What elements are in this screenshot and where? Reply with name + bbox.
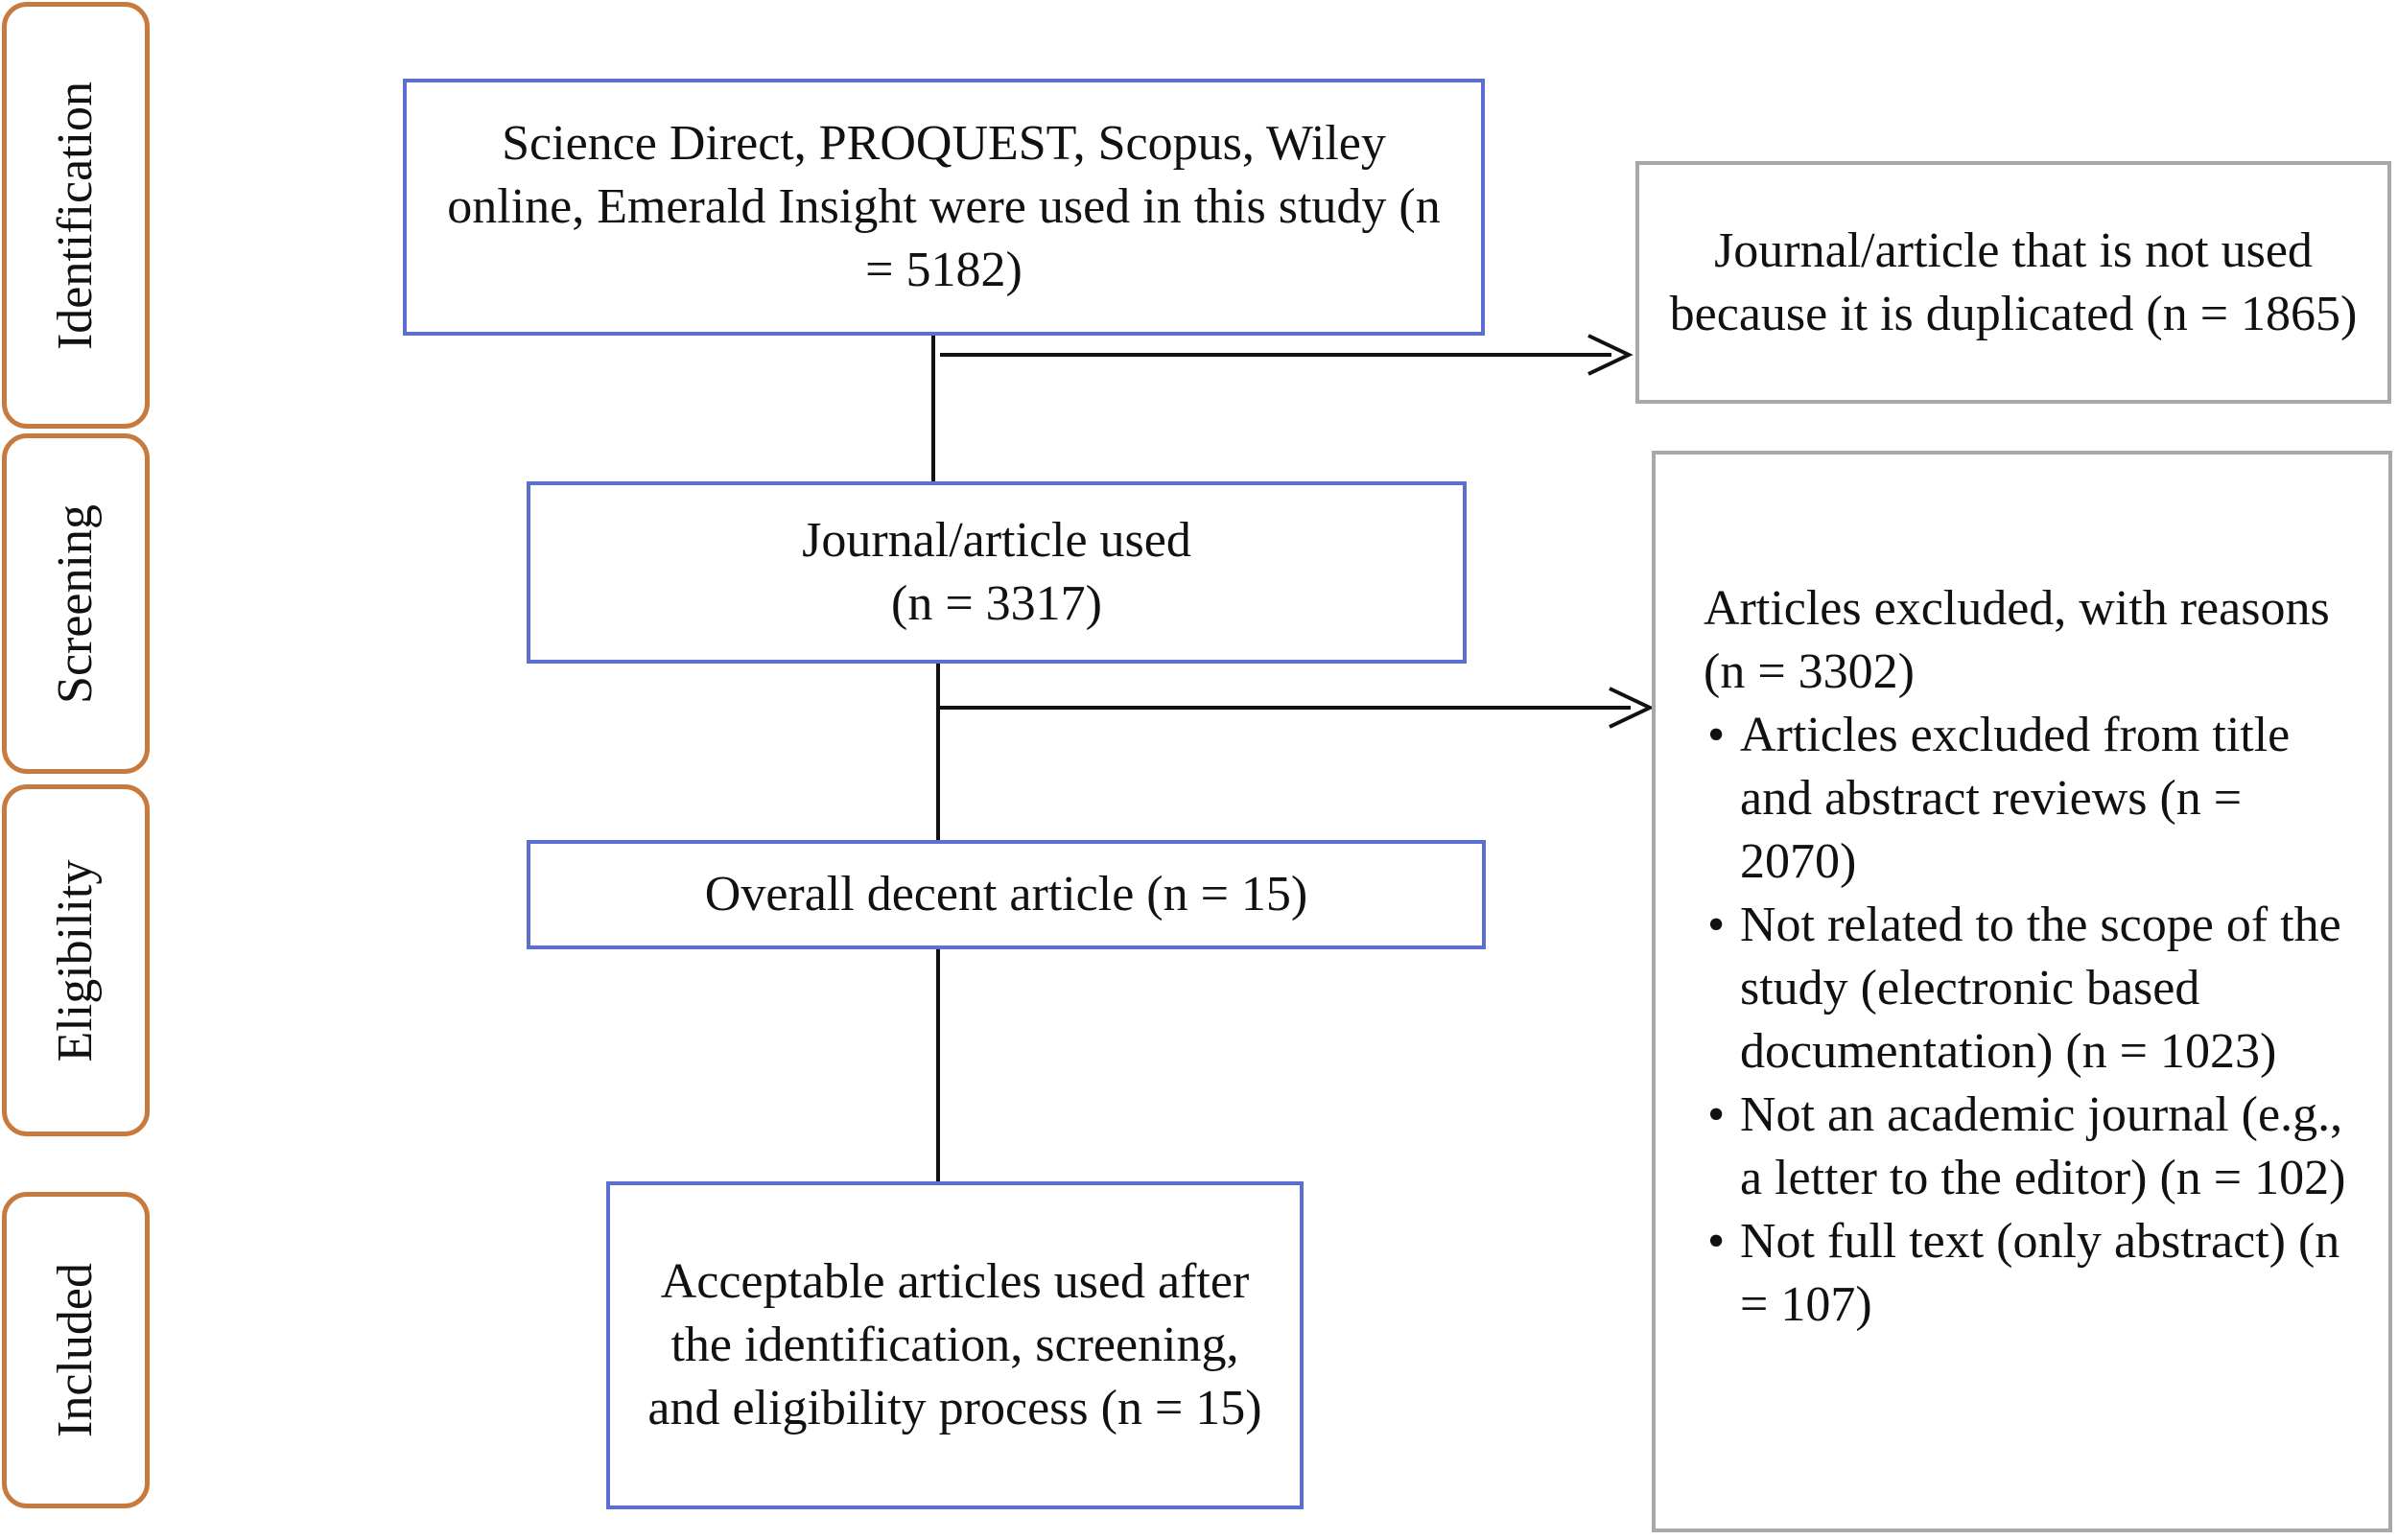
arrowhead-duplicates (1587, 334, 1634, 376)
stage-label-identification: Identification (48, 81, 103, 350)
excluded-reason-item: • Not full text (only abstract) (n = 107) (1704, 1210, 2354, 1337)
stage-tab-included: Included (2, 1192, 150, 1508)
acceptable-text: Acceptable articles used after the ident… (647, 1254, 1262, 1435)
journal-used-count: (n = 3317) (891, 576, 1102, 631)
acceptable-box: Acceptable articles used after the ident… (606, 1181, 1304, 1509)
excluded-reason-item: • Articles excluded from title and abstra… (1704, 704, 2354, 894)
excluded-reason-text: Not related to the scope of the study (e… (1740, 898, 2341, 1079)
excluded-reason-item: • Not related to the scope of the study (… (1704, 894, 2354, 1084)
bullet-icon: • (1707, 708, 1726, 762)
overall-decent-box: Overall decent article (n = 15) (527, 840, 1486, 949)
bullet-icon: • (1707, 1214, 1726, 1269)
journal-used-box: Journal/article used (n = 3317) (527, 481, 1467, 664)
stage-label-eligibility: Eligibility (48, 859, 103, 1062)
excluded-reason-text: Not an academic journal (e.g., a letter … (1740, 1087, 2346, 1205)
duplicates-text: Journal/article that is not used because… (1669, 222, 2358, 341)
excluded-reason-text: Articles excluded from title and abstrac… (1740, 708, 2291, 889)
excluded-reasons-list: • Articles excluded from title and abstra… (1704, 704, 2354, 1337)
excluded-heading: Articles excluded, with reasons (n = 330… (1704, 581, 2330, 699)
journal-used-title: Journal/article used (802, 513, 1191, 568)
stage-tab-eligibility: Eligibility (2, 784, 150, 1136)
databases-text: Science Direct, PROQUEST, Scopus, Wiley … (447, 116, 1441, 297)
arrowhead-excluded (1609, 687, 1655, 729)
excluded-reason-text: Not full text (only abstract) (n = 107) (1740, 1214, 2340, 1332)
stage-tab-screening: Screening (2, 433, 150, 774)
stage-label-included: Included (48, 1263, 103, 1437)
bullet-icon: • (1707, 898, 1726, 952)
stage-label-screening: Screening (48, 503, 103, 704)
overall-decent-text: Overall decent article (n = 15) (704, 867, 1308, 922)
duplicates-box: Journal/article that is not used because… (1635, 161, 2391, 404)
databases-box: Science Direct, PROQUEST, Scopus, Wiley … (403, 79, 1485, 336)
excluded-reason-item: • Not an academic journal (e.g., a letter… (1704, 1084, 2354, 1210)
stage-tab-identification: Identification (2, 2, 150, 429)
excluded-box: Articles excluded, with reasons (n = 330… (1652, 451, 2392, 1532)
bullet-icon: • (1707, 1087, 1726, 1142)
